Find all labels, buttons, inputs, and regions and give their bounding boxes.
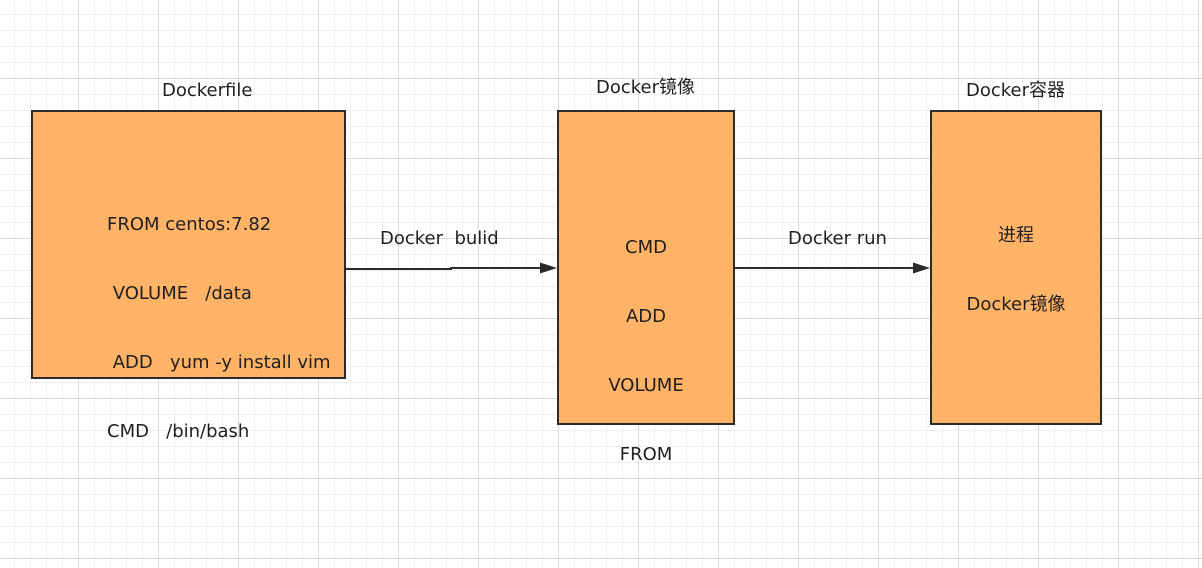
image-line-from: FROM — [619, 444, 673, 465]
image-line-add: ADD — [625, 306, 667, 327]
docker-image-title: Docker镜像 — [596, 77, 696, 98]
dockerfile-content: FROM centos:7.82 VOLUME /data ADD yum -y… — [107, 167, 331, 489]
build-arrow[interactable] — [346, 262, 557, 274]
run-edge-label: Docker run — [788, 228, 887, 249]
dockerfile-box[interactable]: FROM centos:7.82 VOLUME /data ADD yum -y… — [31, 110, 346, 442]
docker-container-title: Docker容器 — [966, 80, 1066, 101]
image-line-volume: VOLUME — [608, 375, 684, 396]
run-arrow[interactable] — [735, 262, 930, 274]
docker-image-box[interactable]: CMD ADD VOLUME FROM — [557, 110, 735, 465]
build-edge-label: Docker bulid — [380, 228, 499, 249]
dockerfile-line-cmd: CMD /bin/bash — [107, 421, 250, 442]
container-image-label: Docker镜像 — [966, 294, 1066, 315]
dockerfile-line-add: ADD yum -y install vim — [107, 352, 331, 373]
dockerfile-line-volume: VOLUME /data — [107, 283, 252, 304]
docker-container-box[interactable]: 进程 Docker镜像 — [930, 110, 1102, 425]
dockerfile-title: Dockerfile — [162, 80, 253, 101]
dockerfile-line-from: FROM centos:7.82 — [107, 214, 272, 235]
image-line-cmd: CMD — [625, 237, 667, 258]
docker-image-content: CMD ADD VOLUME FROM — [559, 190, 733, 512]
container-process-label: 进程 — [998, 225, 1034, 246]
